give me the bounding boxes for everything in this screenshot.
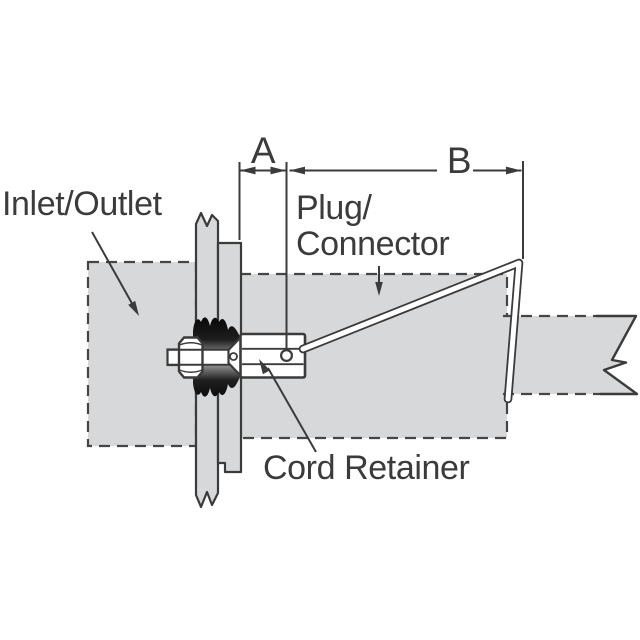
arrowhead-icon — [128, 300, 139, 316]
cord-retainer-body — [239, 332, 307, 379]
grommet — [193, 317, 243, 397]
leader-plug-connector — [375, 266, 383, 296]
dimension-a — [240, 166, 286, 175]
hex-nut — [177, 336, 204, 379]
arrowhead-icon — [375, 282, 383, 296]
inlet-outlet-label: Inlet/Outlet — [2, 185, 162, 223]
bail-wire — [298, 258, 524, 404]
arrow-right-icon — [506, 166, 522, 175]
plug-connector-label-line2: Connector — [296, 224, 450, 263]
plug-connector-label: Plug/ Connector — [296, 189, 450, 263]
leader-inlet-outlet — [91, 231, 139, 316]
cable-break-icon — [596, 314, 639, 396]
extension-lines — [238, 161, 524, 350]
arrow-left-icon — [240, 166, 256, 175]
plug-connector-label-line1: Plug/ — [296, 189, 372, 227]
cord-retainer-label: Cord Retainer — [263, 449, 470, 487]
leader-cord-retainer — [259, 359, 317, 453]
arrowhead-icon — [259, 359, 270, 375]
dimension-b — [289, 166, 522, 175]
dimension-label-a: A — [250, 130, 276, 171]
dimension-label-b: B — [446, 140, 472, 181]
retainer-hole-icon — [280, 349, 294, 363]
arrow-left-icon — [289, 166, 305, 175]
cord-cable — [503, 314, 639, 396]
arrow-right-icon — [270, 166, 286, 175]
